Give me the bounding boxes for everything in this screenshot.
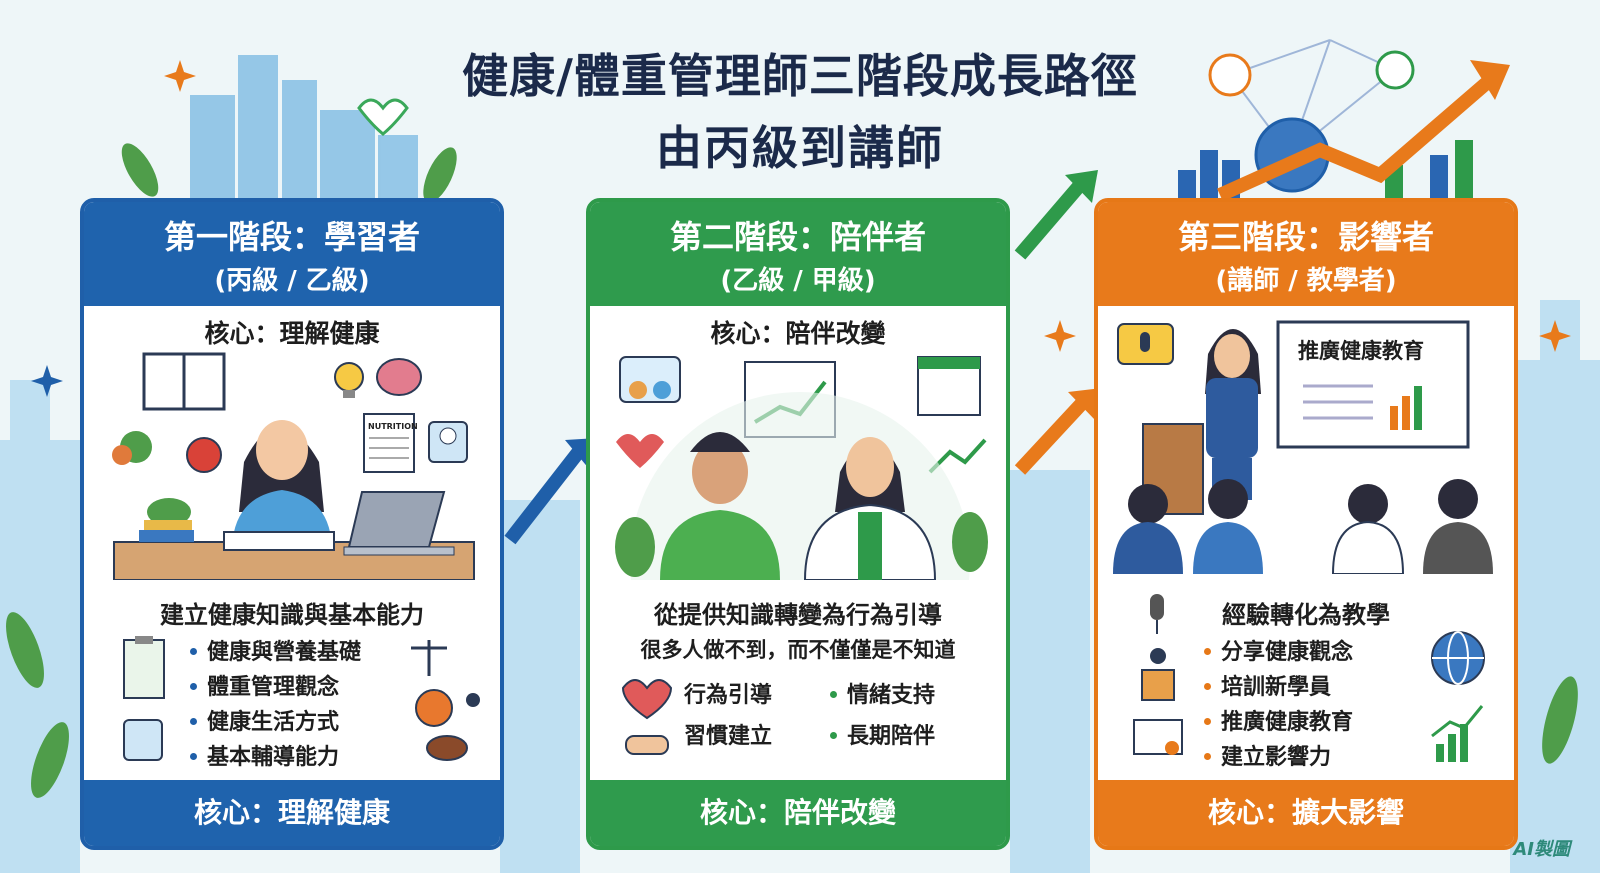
stage1-bullet-3: 健康生活方式 — [190, 704, 339, 736]
stage2-bullet-4: 長期陪伴 — [830, 718, 935, 750]
book-icon — [142, 352, 226, 411]
lightbulb-icon — [334, 362, 364, 398]
stage1-heading: 第一階段：學習者 — [163, 218, 420, 256]
stage1-bullet-4: 基本輔導能力 — [190, 739, 339, 771]
watermark: AI製圖 — [1513, 839, 1570, 860]
speech-mic-icon — [1117, 323, 1174, 365]
stage2-core-top: 核心：陪伴改變 — [710, 319, 886, 348]
stage1-level: (丙級 / 乙級) — [214, 266, 370, 296]
stage3-subtitle: 經驗轉化為教學 — [1222, 601, 1390, 629]
scale-icon — [428, 421, 468, 463]
chat-group-icon — [619, 356, 681, 403]
stage2-level: (乙級 / 甲級) — [720, 266, 876, 296]
runner-icon — [466, 693, 480, 707]
stage1-core-top: 核心：理解健康 — [204, 319, 380, 348]
stage2-header: 第二階段：陪伴者 (乙級 / 甲級) — [590, 202, 1006, 306]
chart-node-icon — [1375, 50, 1415, 90]
client-figure — [660, 432, 780, 580]
football-icon — [426, 735, 468, 761]
stage1-bullet-1: 健康與營養基礎 — [190, 634, 361, 666]
profile-node-icon — [1208, 53, 1252, 97]
laptop-icon — [343, 491, 455, 556]
stage3-bullet-3: 推廣健康教育 — [1204, 704, 1353, 736]
audience — [1113, 479, 1493, 574]
certificate-icon — [1133, 719, 1183, 755]
calendar-icon — [917, 356, 981, 416]
stage3-footer: 核心：擴大影響 — [1098, 780, 1514, 846]
stage2-illustration — [615, 356, 988, 580]
stage3-bullet-2: 培訓新學員 — [1204, 669, 1331, 701]
basketball-icon — [415, 689, 453, 727]
stage3-illustration: 推廣健康教育 — [1113, 320, 1493, 574]
stage2-subtitle2: 很多人做不到，而不僅僅是不知道 — [640, 638, 956, 662]
stage2-bullet-3: 習慣建立 — [684, 724, 773, 749]
stage2-bullet-1: 行為引導 — [684, 683, 773, 708]
clipboard-icon — [123, 636, 165, 761]
microphone-icon — [1133, 594, 1183, 755]
handshake-icon — [625, 735, 669, 755]
stage1-bullet-2: 體重管理觀念 — [190, 669, 339, 701]
lecturer-figure — [1205, 329, 1261, 500]
svg-text:NUTRITION: NUTRITION — [368, 422, 418, 431]
stage1-illustration: NUTRITION — [112, 352, 475, 580]
stage1-footer: 核心：理解健康 — [84, 780, 500, 846]
coach-figure — [803, 437, 937, 580]
stage3-header: 第三階段：影響者 (講師 / 教學者) — [1098, 202, 1514, 306]
stage1-header: 第一階段：學習者 (丙級 / 乙級) — [84, 202, 500, 306]
stage3-heading: 第三階段：影響者 — [1177, 218, 1434, 256]
balance-scale-icon — [411, 640, 480, 761]
stage2-subtitle: 從提供知識轉變為行為引導 — [654, 601, 942, 629]
main-title-line2: 由丙級到講師 — [656, 121, 944, 175]
svg-text:推廣健康教育: 推廣健康教育 — [1298, 339, 1424, 363]
presentation-board: 推廣健康教育 — [1276, 320, 1470, 449]
stage3-bullet-1: 分享健康觀念 — [1204, 634, 1353, 666]
stage3-bullet-4: 建立影響力 — [1204, 739, 1331, 771]
growth-chart-icon — [1431, 705, 1484, 762]
stage2-bullet-2: 情緒支持 — [830, 677, 935, 709]
stage2-footer: 核心：陪伴改變 — [590, 780, 1006, 846]
trend-arrow-icon — [928, 438, 987, 474]
stage2-card: 第二階段：陪伴者 (乙級 / 甲級) 核心：陪伴改變 從提供知識轉變為行為引導 … — [586, 198, 1010, 850]
podium-icon — [1141, 648, 1175, 701]
globe-icon — [1431, 631, 1485, 762]
main-title-line1: 健康/體重管理師三階段成長路徑 — [462, 49, 1138, 103]
stage1-subtitle: 建立健康知識與基本能力 — [160, 601, 424, 629]
stage3-card: 第三階段：影響者 (講師 / 教學者) 推廣健康教育 經驗轉化為教學 分享健康觀… — [1094, 198, 1518, 850]
apple-icon — [186, 437, 222, 473]
heart-icon — [622, 679, 672, 755]
brain-icon — [376, 358, 422, 396]
stage3-level: (講師 / 教學者) — [1215, 266, 1397, 296]
stage2-heading: 第二階段：陪伴者 — [669, 218, 926, 256]
vegetables-icon — [112, 431, 152, 465]
heart-hands-icon — [616, 434, 664, 468]
nutrition-label-icon: NUTRITION — [363, 413, 418, 473]
stage1-card: 第一階段：學習者 (丙級 / 乙級) 核心：理解健康 NUTRITION 建立健… — [80, 198, 504, 850]
